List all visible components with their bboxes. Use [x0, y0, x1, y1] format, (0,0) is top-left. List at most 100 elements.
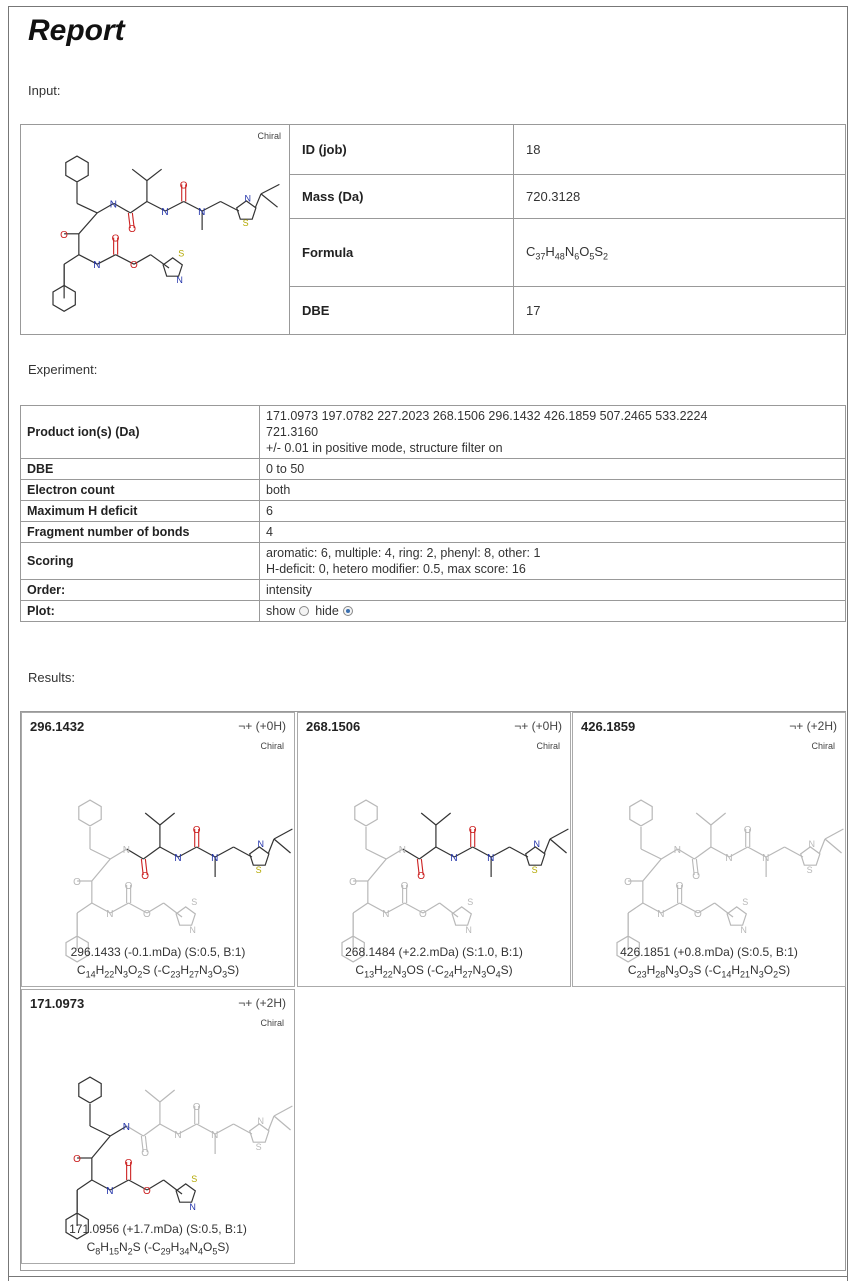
atom-label: N: [123, 1122, 130, 1133]
bond: [660, 848, 679, 860]
bond: [642, 858, 662, 882]
atom-label: N: [189, 925, 196, 935]
bond: [96, 202, 115, 214]
bond: [89, 848, 111, 860]
double-bond: [144, 1135, 148, 1153]
thiazole-ring: [248, 846, 270, 866]
bond: [435, 846, 455, 858]
experiment-value: 4: [259, 521, 846, 543]
bond: [78, 254, 98, 265]
bond: [165, 200, 184, 212]
atom-label: N: [450, 853, 457, 864]
plot-show-radio[interactable]: [299, 606, 310, 616]
bond: [677, 848, 695, 860]
atom-label: N: [399, 845, 406, 856]
experiment-value: intensity: [259, 579, 846, 601]
bond: [267, 838, 275, 854]
thiazole-ring: [451, 906, 473, 926]
chiral-label: Chiral: [811, 741, 835, 751]
experiment-value: 171.0973 197.0782 227.2023 268.1506 296.…: [259, 405, 846, 459]
input-key: DBE: [289, 286, 514, 335]
bond: [91, 1135, 111, 1159]
atom-label: O: [417, 871, 425, 882]
atom-label: O: [112, 234, 120, 245]
bond: [694, 846, 712, 860]
result-mass: 268.1506: [306, 719, 361, 734]
bond: [640, 848, 662, 860]
double-bond: [691, 858, 695, 876]
result-formula: C13H22N3OS (-C24H27N3O4S): [355, 963, 513, 980]
bond: [729, 846, 749, 858]
bond: [472, 846, 492, 858]
atom-label: O: [676, 881, 684, 892]
atom-label: O: [128, 224, 136, 235]
bond: [697, 902, 715, 914]
atom-label: N: [198, 207, 205, 218]
experiment-value: both: [259, 479, 846, 501]
bond: [273, 1115, 291, 1131]
atom-label: N: [244, 194, 251, 204]
atom-label: N: [123, 845, 130, 856]
atom-label: N: [257, 1116, 264, 1126]
result-caption: 426.1851 (+0.8.mDa) (S:0.5, B:1): [620, 945, 798, 959]
bond: [543, 838, 551, 854]
bond: [765, 846, 785, 858]
bond: [352, 902, 369, 914]
bond: [150, 254, 170, 269]
atom-label: O: [744, 825, 752, 836]
result-mass: 426.1859: [581, 719, 636, 734]
bond: [420, 812, 437, 826]
bond: [91, 902, 111, 914]
plot-hide-radio[interactable]: [342, 606, 353, 616]
bond: [490, 846, 510, 858]
report-frame: [8, 6, 848, 1281]
atom-label: N: [176, 275, 183, 285]
bond: [273, 828, 293, 840]
experiment-table: Product ion(s) (Da) 171.0973 197.0782 22…: [20, 405, 846, 622]
bond: [710, 812, 727, 826]
bond: [126, 848, 144, 860]
experiment-key: Fragment number of bonds: [20, 521, 260, 543]
atom-label: O: [694, 909, 702, 920]
thiazole-ring: [726, 906, 748, 926]
result-h-shift: ¬+ (+2H): [238, 996, 286, 1010]
atom-label: S: [742, 897, 748, 907]
atom-label: N: [487, 853, 494, 864]
bond: [201, 200, 221, 212]
thiazole-ring: [799, 846, 821, 866]
atom-label: O: [193, 1102, 201, 1113]
atom-label: N: [211, 853, 218, 864]
bond: [115, 254, 135, 265]
results-label: Results:: [28, 670, 75, 685]
bond: [402, 848, 420, 860]
double-bond: [144, 858, 148, 876]
result-caption: 268.1484 (+2.2.mDa) (S:1.0, B:1): [345, 945, 523, 959]
atom-label: N: [174, 1130, 181, 1141]
phenyl-ring: [629, 799, 653, 827]
phenyl-ring: [341, 935, 365, 963]
atom-label: N: [533, 839, 540, 849]
bond: [818, 838, 826, 854]
atom-label: O: [143, 909, 151, 920]
bond: [196, 846, 216, 858]
atom-label: O: [143, 1186, 151, 1197]
bond: [367, 858, 387, 882]
bond: [385, 902, 405, 914]
experiment-key: DBE: [20, 458, 260, 480]
phenyl-ring: [78, 1076, 102, 1104]
bond: [660, 902, 680, 914]
input-value: 720.3128: [513, 174, 846, 219]
bond: [146, 168, 163, 182]
bond: [214, 1123, 234, 1135]
bond: [784, 846, 804, 858]
atom-label: O: [125, 881, 133, 892]
thiazole-ring: [175, 1183, 197, 1203]
phenyl-ring: [52, 284, 76, 312]
